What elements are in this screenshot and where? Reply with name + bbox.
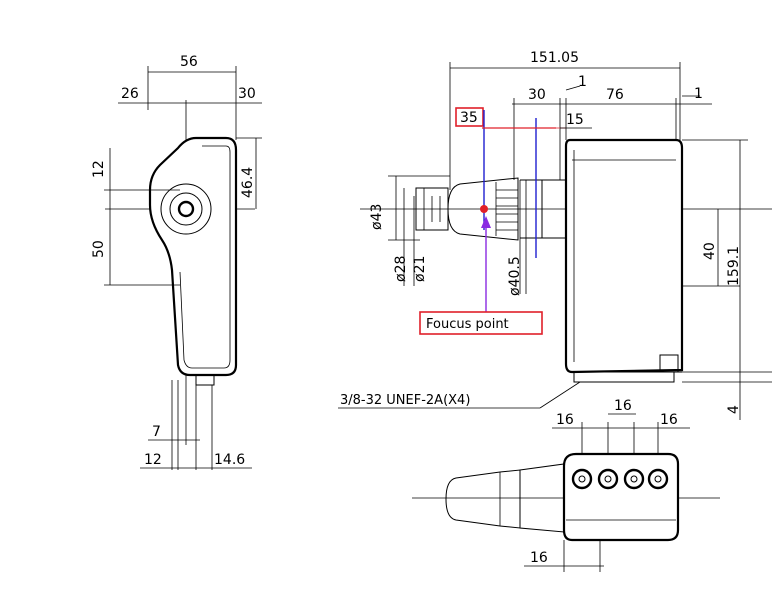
dim-151-05: 151.05 bbox=[530, 50, 579, 66]
dim-dia-43: ø43 bbox=[369, 204, 385, 230]
focus-point-marker bbox=[480, 205, 488, 213]
dim-dia-28: ø28 bbox=[393, 256, 409, 282]
dim-1-left: 1 bbox=[578, 74, 587, 90]
dim-16-a: 16 bbox=[556, 412, 574, 428]
housing-body bbox=[564, 138, 684, 374]
dim-30-side: 30 bbox=[238, 86, 256, 102]
side-view: 56 26 30 12 50 46.4 7 12 14.6 bbox=[91, 54, 262, 470]
dim-40: 40 bbox=[702, 242, 718, 260]
dim-14-6: 14.6 bbox=[214, 452, 245, 468]
dim-7: 7 bbox=[152, 424, 161, 440]
dim-12-bottom: 12 bbox=[144, 452, 162, 468]
connector-1 bbox=[571, 468, 593, 490]
thread-note: 3/8-32 UNEF-2A(X4) bbox=[340, 393, 470, 408]
dim-1-right: 1 bbox=[694, 86, 703, 102]
dim-50: 50 bbox=[91, 240, 107, 258]
focus-distance-box bbox=[455, 107, 484, 127]
focus-point-label: Foucus point bbox=[426, 317, 509, 332]
focus-point-label-box bbox=[419, 311, 543, 335]
dim-30-front: 30 bbox=[528, 87, 546, 103]
dim-16-c: 16 bbox=[660, 412, 678, 428]
dim-16-bottom: 16 bbox=[530, 550, 548, 566]
front-view: 151.05 30 1 76 1 35 15 Foucus point bbox=[338, 50, 772, 420]
dim-dia-21: ø21 bbox=[412, 256, 428, 282]
connector-3 bbox=[623, 468, 645, 490]
side-view-body bbox=[148, 136, 238, 377]
bottom-view: 16 16 16 16 bbox=[412, 398, 720, 572]
dim-35: 35 bbox=[460, 110, 478, 126]
dim-159-1: 159.1 bbox=[726, 246, 742, 286]
dim-16-b: 16 bbox=[614, 398, 632, 414]
dim-15: 15 bbox=[566, 112, 584, 128]
dim-56: 56 bbox=[180, 54, 198, 70]
bottom-view-body bbox=[562, 452, 680, 542]
connector-2 bbox=[597, 468, 619, 490]
dim-46-4: 46.4 bbox=[240, 167, 256, 198]
connector-4 bbox=[647, 468, 669, 490]
dim-4: 4 bbox=[726, 405, 742, 414]
dim-12-vertical: 12 bbox=[91, 160, 107, 178]
dim-26: 26 bbox=[121, 86, 139, 102]
knurl-ring bbox=[495, 182, 519, 236]
dim-76: 76 bbox=[606, 87, 624, 103]
dim-dia-40-5: ø40.5 bbox=[507, 256, 523, 296]
